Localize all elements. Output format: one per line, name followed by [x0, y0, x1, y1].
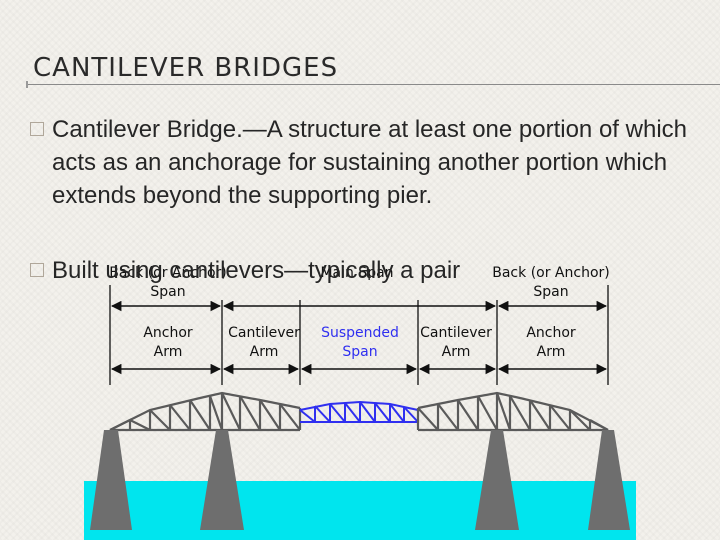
bullet-text: Built using cantilevers—typically a pair: [52, 257, 461, 284]
label-suspended-span-2: Span: [342, 344, 377, 360]
pier-4: [588, 430, 630, 530]
label-anchor-arm-right: Anchor: [526, 325, 576, 341]
truss-left: [109, 391, 302, 432]
label-back-span-left-2: Span: [150, 284, 185, 300]
title-divider-tick: [26, 81, 28, 88]
bullet-text: Cantilever Bridge.—A structure at least …: [52, 116, 687, 209]
truss-right: [416, 391, 609, 432]
label-cantilever-arm-left: Cantilever: [228, 325, 300, 341]
title-divider: [26, 84, 720, 85]
label-suspended-span: Suspended: [321, 325, 399, 341]
label-anchor-arm-right-2: Arm: [537, 344, 566, 360]
label-back-span-left: Back (or Anchor): [109, 265, 226, 281]
bullet-marker: [30, 122, 44, 136]
slide-title: CANTILEVER BRIDGES: [33, 53, 339, 83]
label-main-span: Main Span: [320, 265, 393, 281]
label-cantilever-arm-left-2: Arm: [250, 344, 279, 360]
pier-2: [200, 430, 244, 530]
label-anchor-arm-left: Anchor: [143, 325, 193, 341]
label-back-span-right-2: Span: [533, 284, 568, 300]
water: [84, 481, 636, 540]
bullet-marker: [30, 263, 44, 277]
pier-1: [90, 430, 132, 530]
label-cantilever-arm-right: Cantilever: [420, 325, 492, 341]
label-cantilever-arm-right-2: Arm: [442, 344, 471, 360]
suspended-span: [299, 400, 419, 423]
label-back-span-right: Back (or Anchor): [492, 265, 609, 281]
pier-3: [475, 430, 519, 530]
label-anchor-arm-left-2: Arm: [154, 344, 183, 360]
bridge-piers: [90, 430, 630, 530]
span-dividers: [109, 285, 609, 385]
